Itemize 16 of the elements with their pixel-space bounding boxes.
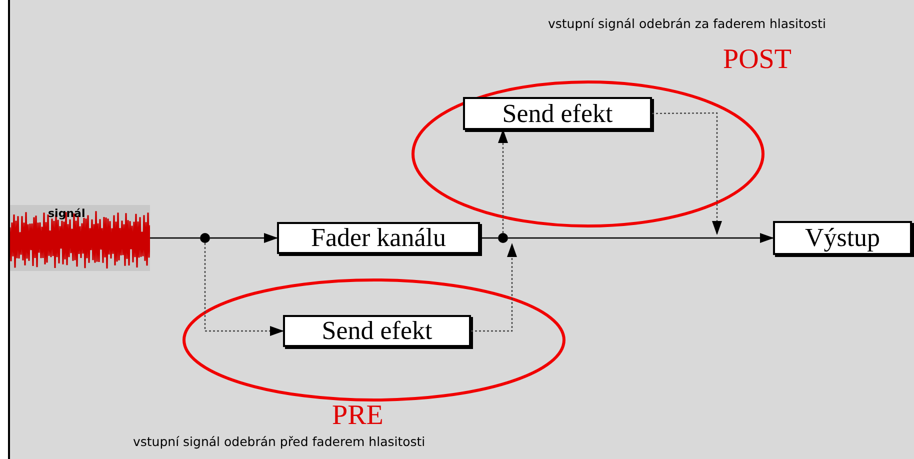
arrow — [498, 129, 508, 233]
arrow — [210, 233, 278, 243]
section-label: PRE — [332, 400, 384, 432]
arrow — [471, 243, 517, 332]
arrow — [204, 243, 284, 336]
block-box: Send efekt — [463, 97, 652, 130]
block-box: Výstup — [773, 221, 912, 255]
caption-text: vstupní signál odebrán před faderem hlasitosti — [133, 434, 426, 449]
arrow — [508, 233, 774, 243]
caption-text: vstupní signál odebrán za faderem hlasitosti — [548, 16, 826, 31]
block-box: Fader kanálu — [277, 222, 480, 254]
waveform-picture — [10, 205, 150, 271]
section-label: POST — [723, 44, 792, 76]
block-box: Send efekt — [283, 315, 471, 347]
arrow — [652, 112, 722, 235]
signal-label: signál — [48, 207, 86, 220]
